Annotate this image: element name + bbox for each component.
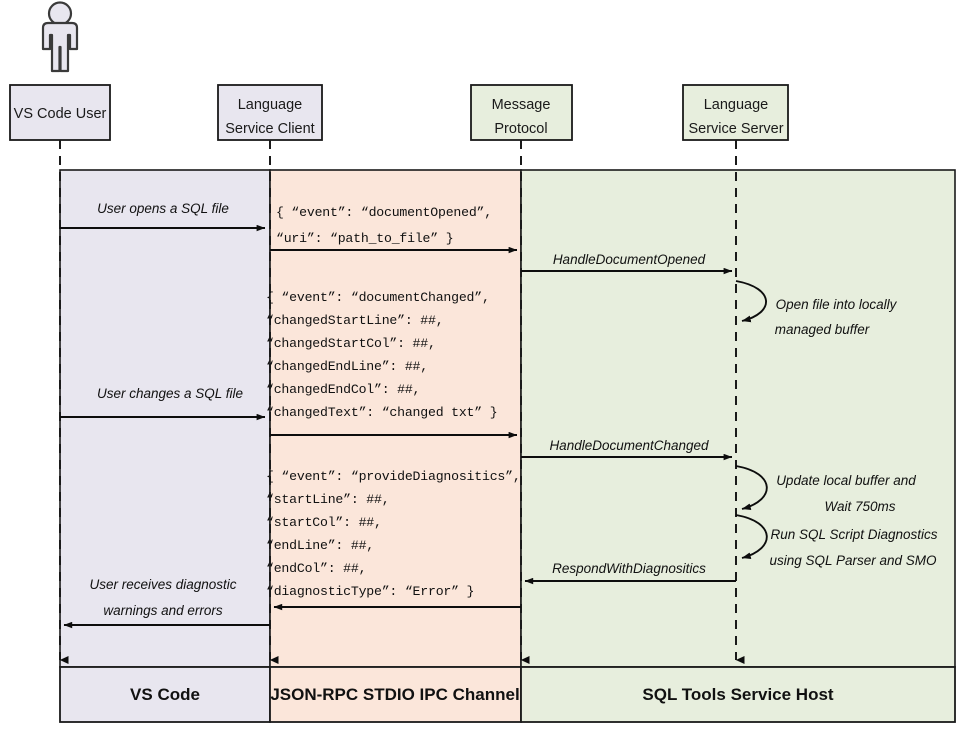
footer-bar-sql-host[interactable] <box>520 666 956 723</box>
note-run-diagnostics-line2: using SQL Parser and SMO <box>769 553 937 568</box>
json-document-opened: { “event”: “documentOpened”, “uri”: “pat… <box>276 205 492 246</box>
vs-code-user-actor <box>41 1 79 73</box>
participant-label-language-service-client-line1: Language <box>238 97 303 113</box>
msg-handle-document-opened-label: HandleDocumentOpened <box>553 252 706 267</box>
json-provide-diagnostics-line-2: “startCol”: ##, <box>266 515 382 530</box>
note-update-buffer-line2: Wait 750ms <box>824 499 895 514</box>
json-provide-diagnostics-line-3: “endLine”: ##, <box>266 538 374 553</box>
json-document-changed-line-3: “changedEndLine”: ##, <box>266 359 428 374</box>
lifeline-bands <box>59 169 956 668</box>
note-open-file-line1: Open file into locally <box>776 297 898 312</box>
note-open-file-line2: managed buffer <box>775 322 870 337</box>
msg-user-changes-sql-file-label: User changes a SQL file <box>97 386 243 401</box>
msg-handle-document-changed-label: HandleDocumentChanged <box>549 438 709 453</box>
json-document-opened-line-1: “uri”: “path_to_file” } <box>276 231 453 246</box>
participant-header-language-service-client[interactable]: Language Service Client <box>217 84 323 141</box>
participant-header-language-service-server[interactable]: Language Service Server <box>682 84 789 141</box>
json-provide-diagnostics-line-0: { “event”: “provideDiagnositics”, <box>266 469 521 484</box>
json-document-changed-line-2: “changedStartCol”: ##, <box>266 336 436 351</box>
footer-bar-json-rpc[interactable] <box>269 666 522 723</box>
band-sql-host <box>520 169 956 668</box>
json-document-changed-line-5: “changedText”: “changed txt” } <box>266 405 497 420</box>
self-loop-run-diagnostics: Run SQL Script Diagnostics using SQL Par… <box>735 514 938 568</box>
self-loop-open-file: Open file into locally managed buffer <box>735 280 898 337</box>
person-icon-head <box>47 1 73 26</box>
msg-user-opens-sql-file-label: User opens a SQL file <box>97 201 229 216</box>
msg-user-receives-diagnostics: User receives diagnostic warnings and er… <box>63 577 270 629</box>
band-vs-code <box>59 169 271 668</box>
json-provide-diagnostics: { “event”: “provideDiagnositics”, “start… <box>266 469 521 599</box>
msg-user-changes-sql-file: User changes a SQL file <box>60 386 266 421</box>
person-icon-body <box>41 21 79 73</box>
json-provide-diagnostics-line-1: “startLine”: ##, <box>266 492 389 507</box>
footer-label-sql-host: SQL Tools Service Host <box>642 685 833 704</box>
participant-label-language-service-server-line2: Service Server <box>688 121 783 137</box>
json-document-changed-line-1: “changedStartLine”: ##, <box>266 313 443 328</box>
msg-user-receives-diagnostics-label-line1: User receives diagnostic <box>89 577 236 592</box>
msg-respond-with-diagnostics-label: RespondWithDiagnositics <box>552 561 706 576</box>
note-run-diagnostics-line1: Run SQL Script Diagnostics <box>770 527 937 542</box>
json-document-changed-line-0: { “event”: “documentChanged”, <box>266 290 490 305</box>
footer-label-json-rpc: JSON-RPC STDIO IPC Channel <box>270 685 519 704</box>
msg-user-opens-sql-file: User opens a SQL file <box>60 201 266 232</box>
participant-label-message-protocol-line2: Protocol <box>494 121 547 137</box>
self-loop-update-buffer: Update local buffer and Wait 750ms <box>735 465 916 514</box>
participant-header-message-protocol[interactable]: Message Protocol <box>470 84 573 141</box>
msg-handle-document-opened: HandleDocumentOpened <box>521 252 733 275</box>
participant-header-vs-code-user[interactable]: VS Code User <box>9 84 111 141</box>
participant-label-vs-code-user: VS Code User <box>14 106 107 122</box>
participant-label-language-service-client-line2: Service Client <box>225 121 314 137</box>
json-document-opened-line-0: { “event”: “documentOpened”, <box>276 205 492 220</box>
footer-bars: VS Code JSON-RPC STDIO IPC Channel SQL T… <box>59 666 956 723</box>
msg-user-receives-diagnostics-label-line2: warnings and errors <box>103 603 223 618</box>
footer-bar-vs-code[interactable] <box>59 666 271 723</box>
footer-label-vs-code: VS Code <box>130 685 200 704</box>
band-json-rpc <box>269 169 522 668</box>
participant-label-language-service-server-line1: Language <box>704 97 769 113</box>
json-document-changed: { “event”: “documentChanged”, “changedSt… <box>266 290 498 420</box>
json-document-changed-line-4: “changedEndCol”: ##, <box>266 382 420 397</box>
note-update-buffer-line1: Update local buffer and <box>776 473 916 488</box>
participant-label-message-protocol-line1: Message <box>492 97 551 113</box>
json-provide-diagnostics-line-4: “endCol”: ##, <box>266 561 366 576</box>
msg-respond-with-diagnostics: RespondWithDiagnositics <box>524 561 736 585</box>
lifelines <box>59 140 745 664</box>
msg-handle-document-changed: HandleDocumentChanged <box>521 438 733 461</box>
json-provide-diagnostics-line-5: “diagnosticType”: “Error” } <box>266 584 474 599</box>
